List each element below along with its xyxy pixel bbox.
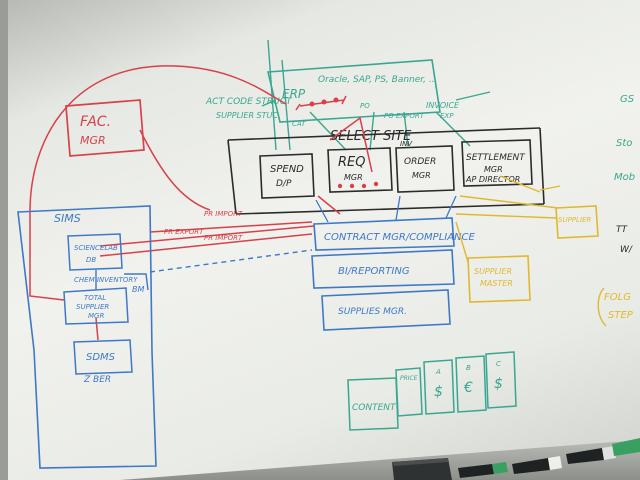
marker-green: [458, 462, 508, 478]
bm-label: BM: [132, 285, 144, 294]
fac-mgr-line1: FAC.: [80, 114, 111, 130]
right-text-s: Sto: [616, 138, 632, 149]
fac-mgr-box: [65, 99, 145, 157]
order-mgr-line2: MGR: [412, 171, 431, 180]
sdms-box: [73, 339, 133, 375]
req-mgr-line1: REQ: [338, 155, 365, 170]
yellow-flow-lines: [455, 175, 561, 263]
col-c-header: C: [496, 360, 501, 368]
bi-reporting-box: [311, 249, 455, 289]
settlement-line3: AP DIRECTOR: [465, 175, 520, 184]
pr-export-label: PR EXPORT: [164, 228, 204, 236]
sdms-label: SDMS: [86, 352, 116, 363]
right-text-g: GS: [620, 94, 635, 105]
total-supplier-box: [63, 287, 129, 325]
right-text-m: Mob: [614, 172, 635, 183]
act-code-struct-label: ACT CODE STRUCT: [205, 97, 293, 107]
right-yellow-bracket: [597, 287, 607, 327]
erp-box: [267, 59, 441, 123]
supplier-master-line1: SUPPLIER: [474, 267, 512, 276]
board-left-edge: [0, 0, 8, 480]
sciencelab-line1: SCIENCELAB: [74, 244, 118, 252]
bi-reporting-label: BI/REPORTING: [338, 266, 410, 277]
supplier-stuc-line1: SUPPLIER STUC: [216, 111, 278, 120]
col-b-header: B: [466, 364, 471, 372]
z-ber-label: Z BER: [83, 375, 111, 385]
spend-dp-line2: D/P: [276, 179, 292, 189]
pr-import-label: PR IMPORT: [204, 210, 243, 218]
exp-label: EXP: [440, 112, 454, 120]
right-text-t1: TT: [616, 225, 628, 235]
right-text-t2: W/: [620, 245, 633, 255]
fac-mgr-line2: MGR: [80, 134, 106, 147]
supplier-right-label: SUPPLIER: [558, 216, 591, 224]
supplies-mgr-box: [321, 289, 451, 331]
supplier-master-line2: MASTER: [480, 279, 513, 288]
blue-module-links: [315, 195, 457, 223]
invoice-label: INVOICE: [426, 101, 460, 110]
spend-dp-line1: SPEND: [270, 164, 304, 175]
sciencelab-box: [67, 233, 123, 271]
req-mgr-line2: MGR: [344, 173, 363, 182]
select-site-bracket: [227, 127, 545, 215]
supplier-right-box: [555, 205, 599, 239]
contract-mgr-label: CONTRACT MGR/COMPLIANCE: [324, 232, 476, 243]
pr-import-2-label: PR IMPORT: [204, 234, 243, 242]
po-label: PO: [360, 102, 370, 110]
red-flow-lines: [29, 65, 373, 341]
cat-label: CAT: [292, 120, 306, 128]
col-c-dollar: $: [494, 376, 503, 392]
sims-frame: [17, 205, 157, 469]
col-a-header: A: [435, 368, 441, 376]
supplies-mgr-label: SUPPLIES MGR.: [338, 307, 407, 317]
supplier-master-box: [467, 255, 531, 303]
total-supplier-line2: SUPPLIER: [76, 303, 109, 311]
inv-label: INV: [400, 140, 413, 148]
marker-black-2: [566, 446, 616, 464]
price-label: PRICE: [400, 375, 418, 382]
order-mgr-line1: ORDER: [404, 157, 436, 167]
settlement-line2: MGR: [484, 165, 503, 174]
total-supplier-line1: TOTAL: [84, 294, 106, 302]
chem-inventory-label: CHEM INVENTORY: [74, 276, 138, 284]
select-site-label: SELECT SITE: [330, 129, 412, 144]
marker-black-1: [512, 456, 562, 474]
marker-tray: [120, 440, 640, 480]
contract-mgr-box: [313, 217, 455, 251]
sciencelab-line2: DB: [86, 256, 96, 264]
marker-green-2: [612, 438, 640, 456]
settlement-line1: SETTLEMENT: [466, 153, 526, 163]
erp-label: ERP: [282, 87, 306, 101]
module-boxes: [259, 139, 533, 199]
erp-systems-label: Oracle, SAP, PS, Banner, ...: [318, 75, 437, 85]
sims-label: SIMS: [54, 212, 81, 225]
total-supplier-line3: MGR: [88, 312, 104, 320]
col-a-dollar: $: [434, 384, 443, 400]
eraser: [392, 458, 452, 480]
red-connector-dots: [309, 97, 379, 189]
right-text-f1: FOLG: [604, 292, 631, 303]
col-b-euro: €: [463, 380, 473, 396]
blue-flow-lines: [95, 249, 313, 291]
content-table: [347, 351, 517, 431]
content-label: CONTENT: [352, 403, 397, 413]
right-text-f2: STEP: [608, 310, 634, 321]
